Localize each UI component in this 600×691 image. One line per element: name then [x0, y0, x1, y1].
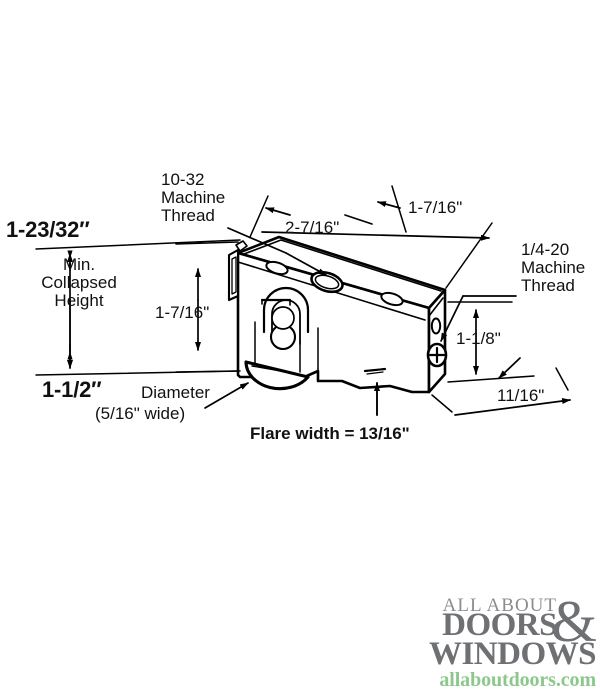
label-min-collapsed-height: Min. Collapsed Height	[41, 255, 117, 311]
dim-end-depth	[431, 367, 569, 413]
dimension-end-height: 1-1/8"	[456, 329, 501, 348]
roller-wheel	[244, 306, 310, 391]
top-face-holes	[265, 260, 404, 307]
dim-inner-height	[175, 241, 239, 373]
label-machine-thread-1-4-20: 1/4-20 Machine Thread	[521, 240, 586, 296]
logo-line-windows: WINDOWS	[428, 636, 597, 672]
dimension-end-depth: 11/16"	[497, 386, 545, 405]
label-machine-thread-10-32: 10-32 Machine Thread	[161, 170, 226, 226]
leader-thread-top	[227, 227, 327, 276]
label-wheel-width: (5/16" wide)	[95, 404, 186, 423]
dimension-wheel-diameter: 1-1/2″	[42, 377, 102, 402]
dim-top-length	[445, 222, 493, 289]
dim-overall-length-arrows	[265, 207, 373, 225]
housing-front-features	[254, 286, 387, 375]
end-cap-hardware	[426, 317, 448, 368]
left-mounting-flange	[227, 240, 248, 302]
dim-end-depth-arrows	[454, 357, 571, 416]
leader-diameter	[204, 382, 249, 409]
diagram-canvas: 1-23/32″ Min. Collapsed Height 1-7/16" 1…	[6, 170, 597, 689]
label-diameter-word: Diameter	[141, 383, 210, 402]
dim-overall-length	[249, 185, 407, 238]
logo-domain-text[interactable]: allaboutdoors.com	[439, 669, 596, 691]
label-flare-width: Flare width = 13/16"	[250, 424, 410, 443]
dimension-collapsed-height: 1-23/32″	[6, 217, 90, 242]
logo-line-doors: DOORS	[442, 607, 557, 643]
dimension-top-length: 1-7/16"	[408, 198, 463, 217]
dim-end-height	[447, 301, 535, 383]
leader-thread-end	[440, 295, 517, 342]
dimension-inner-height: 1-7/16"	[155, 303, 210, 322]
dimension-overall-length: 2-7/16"	[285, 218, 340, 237]
technical-drawing-svg	[35, 185, 571, 416]
dim-top-length-arrows	[261, 201, 490, 241]
